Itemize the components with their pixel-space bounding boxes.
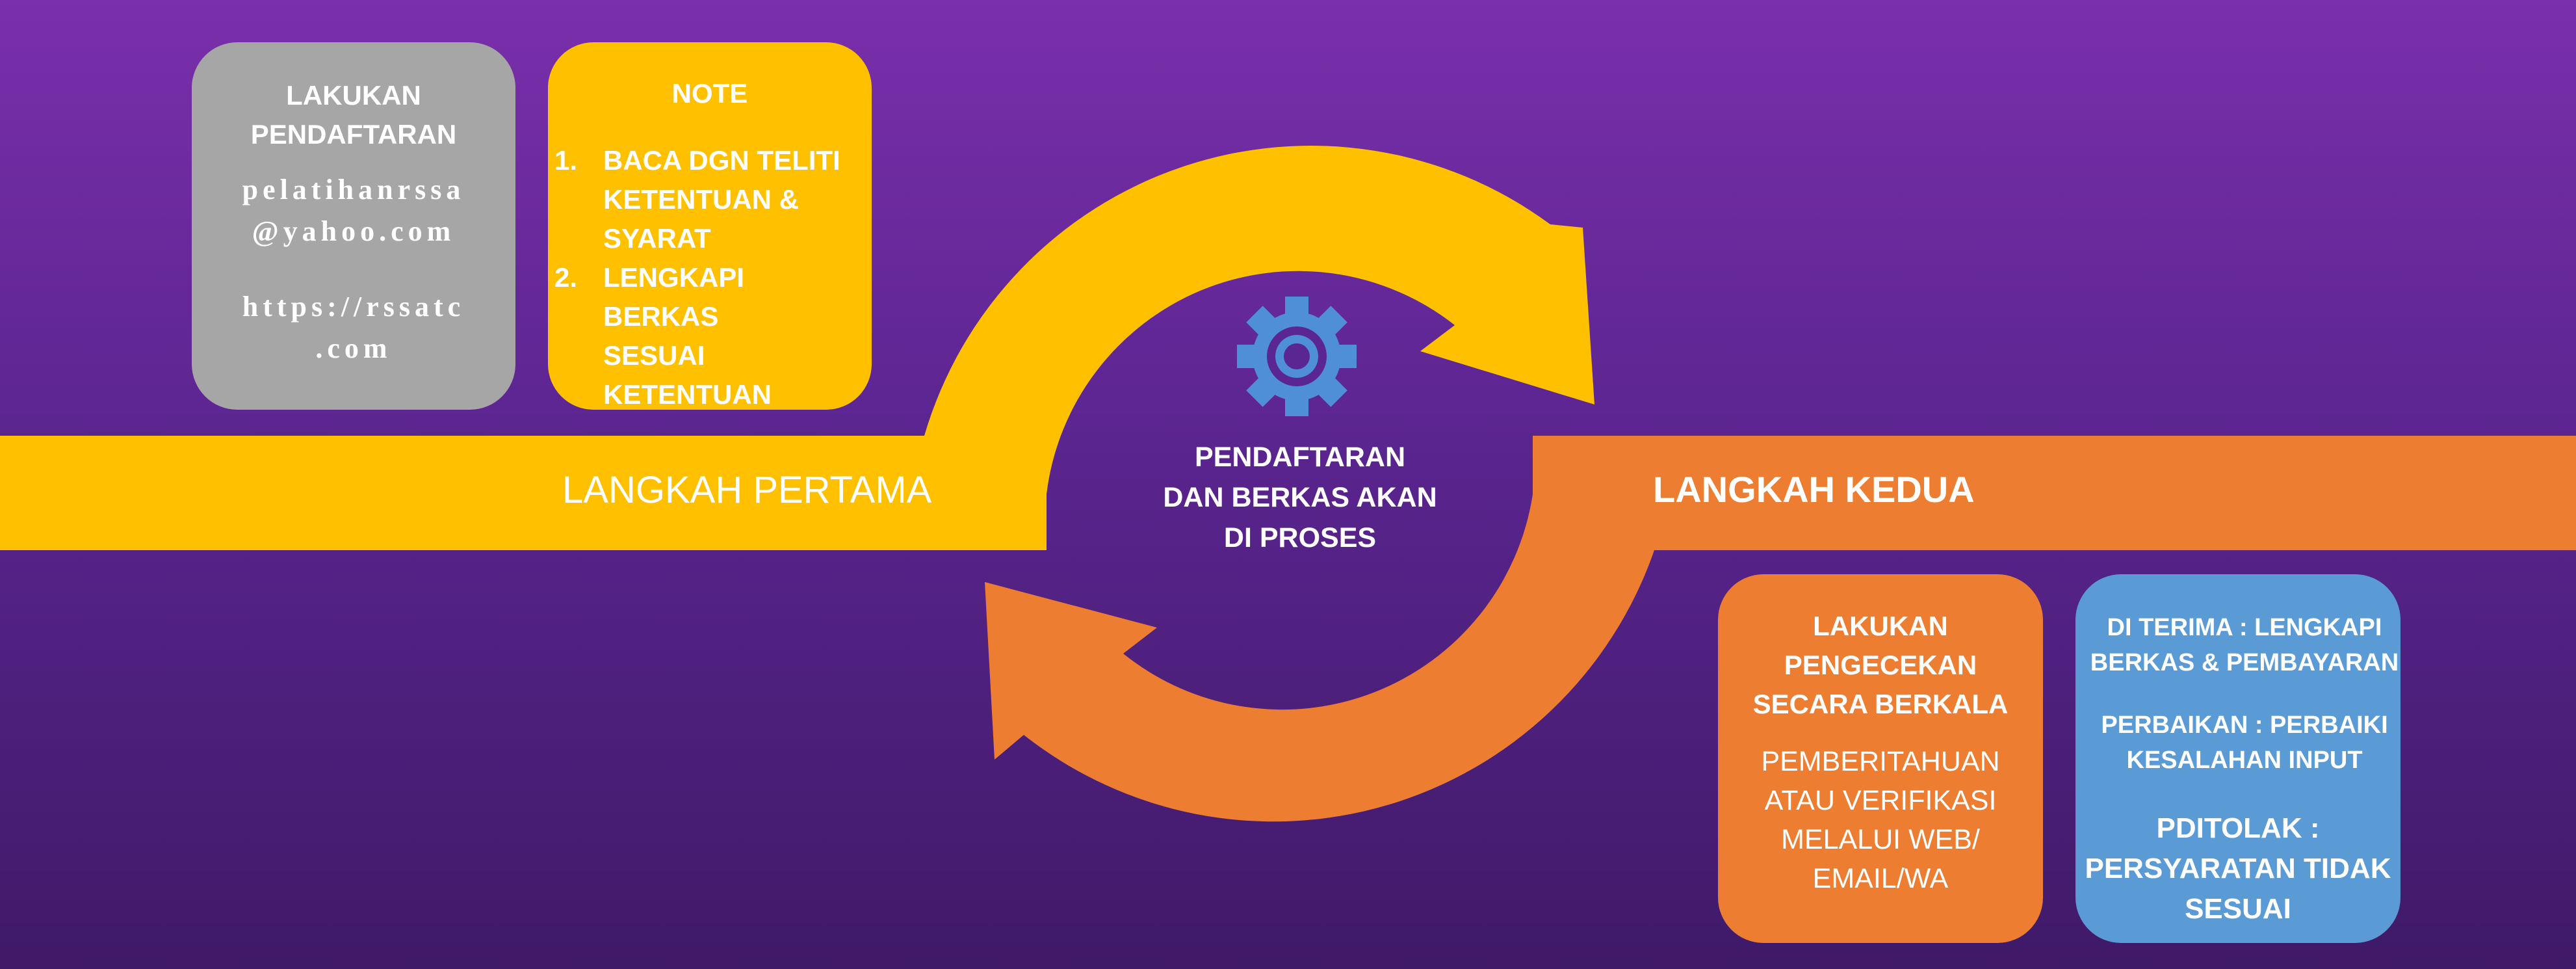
step-two-label: LANGKAH KEDUA (1653, 469, 1975, 510)
step-two-band (1533, 436, 2576, 550)
status-revision-line-2: KESALAHAN INPUT (2126, 747, 2363, 774)
center-line-3: DI PROSES (1223, 522, 1377, 553)
check-body-line-3: MELALUI WEB/ (1781, 824, 1980, 855)
status-revision-line-1: PERBAIKAN : PERBAIKI (2101, 711, 2388, 739)
note-item-1-line-2: KETENTUAN & (603, 184, 799, 215)
register-url: https://rssatc .com (192, 286, 515, 369)
register-title-line-2: PENDAFTARAN (250, 119, 457, 150)
yellow-cycle-arrow (924, 146, 1594, 495)
status-rejected: PDITOLAK : PERSYARATAN TIDAK SESUAI (2075, 808, 2400, 929)
check-body-line-1: PEMBERITAHUAN (1761, 746, 2000, 777)
check-box: LAKUKAN PENGECEKAN SECARA BERKALA PEMBER… (1718, 574, 2043, 943)
center-line-1: PENDAFTARAN (1194, 442, 1406, 473)
email-line-2: @yahoo.com (252, 215, 456, 247)
step-one-band (0, 436, 1047, 550)
note-item-2-line-3: KETENTUAN (603, 379, 772, 410)
note-title: NOTE (671, 78, 748, 109)
register-email: pelatihanrssa @yahoo.com (192, 169, 515, 252)
check-body-line-2: ATAU VERIFIKASI (1764, 785, 1997, 816)
note-list: 1. BACA DGN TELITI KETENTUAN & SYARAT 2.… (554, 141, 866, 414)
status-box: DI TERIMA : LENGKAPI BERKAS & PEMBAYARAN… (2075, 574, 2400, 943)
register-title: LAKUKAN PENDAFTARAN (192, 76, 515, 154)
email-line-1: pelatihanrssa (242, 174, 465, 206)
register-title-line-1: LAKUKAN (286, 80, 421, 111)
note-item-1: 1. BACA DGN TELITI KETENTUAN & SYARAT (554, 141, 866, 258)
note-item-1-line-3: SYARAT (603, 223, 711, 254)
status-rejected-line-3: SESUAI (2185, 893, 2291, 925)
note-item-1-line-1: BACA DGN TELITI (603, 145, 840, 176)
gear-icon (1237, 297, 1357, 416)
note-item-2-line-2: SESUAI (603, 340, 705, 371)
note-box: NOTE 1. BACA DGN TELITI KETENTUAN & SYAR… (548, 42, 872, 410)
status-accepted-line-2: BERKAS & PEMBAYARAN (2090, 649, 2399, 676)
check-title-line-3: SECARA BERKALA (1752, 689, 2009, 719)
note-item-2: 2. LENGKAPI BERKAS SESUAI KETENTUAN (554, 258, 866, 414)
check-title-line-2: PENGECEKAN (1784, 650, 1977, 680)
status-rejected-line-1: PDITOLAK : (2156, 812, 2320, 844)
register-box: LAKUKAN PENDAFTARAN pelatihanrssa @yahoo… (192, 42, 515, 410)
status-accepted-line-1: DI TERIMA : LENGKAPI (2107, 614, 2382, 641)
url-line-2: .com (315, 332, 392, 364)
status-accepted: DI TERIMA : LENGKAPI BERKAS & PEMBAYARAN (2088, 610, 2400, 680)
center-process-text: PENDAFTARAN DAN BERKAS AKAN DI PROSES (1118, 437, 1482, 558)
note-item-1-number: 1. (554, 145, 578, 176)
status-revision: PERBAIKAN : PERBAIKI KESALAHAN INPUT (2088, 708, 2400, 778)
center-line-2: DAN BERKAS AKAN (1163, 482, 1437, 513)
check-title: LAKUKAN PENGECEKAN SECARA BERKALA (1718, 607, 2043, 724)
check-body-line-4: EMAIL/WA (1812, 863, 1949, 894)
orange-cycle-arrow (985, 494, 1654, 822)
check-body: PEMBERITAHUAN ATAU VERIFIKASI MELALUI WE… (1718, 742, 2043, 898)
note-item-2-line-1: LENGKAPI BERKAS (603, 262, 745, 332)
status-rejected-line-2: PERSYARATAN TIDAK (2085, 853, 2391, 884)
step-one-label: LANGKAH PERTAMA (562, 469, 932, 511)
url-line-1: https://rssatc (242, 291, 465, 323)
note-item-2-number: 2. (554, 262, 578, 293)
check-title-line-1: LAKUKAN (1813, 611, 1948, 641)
